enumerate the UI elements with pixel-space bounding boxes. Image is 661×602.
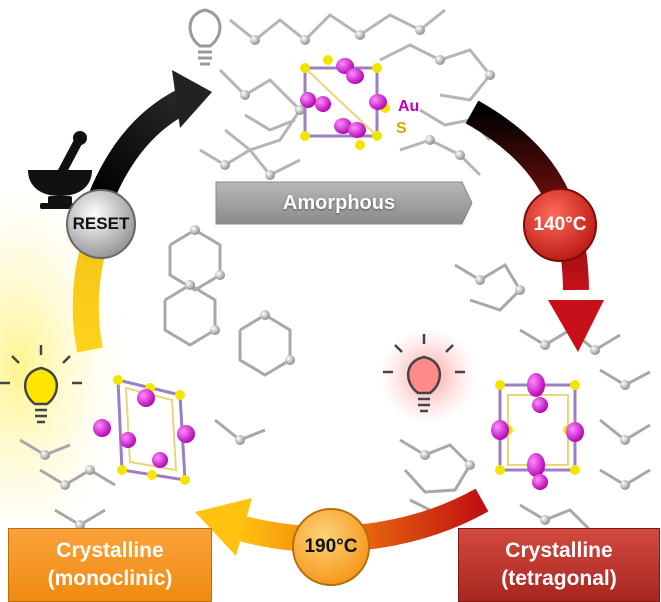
s-label: S — [396, 120, 407, 137]
arrowhead-top — [172, 70, 212, 128]
tetragonal-label-line1: Crystalline — [505, 539, 613, 562]
au-label: Au — [398, 98, 419, 115]
amorphous-label-box — [215, 181, 473, 225]
lightbulb-off-icon — [188, 8, 222, 66]
amorphous-core — [300, 55, 390, 150]
lightbulb-red-icon — [383, 334, 465, 413]
temp-190-circle: 190°C — [292, 508, 370, 586]
mortar-pestle-icon — [28, 131, 92, 209]
amorphous-label: Amorphous — [282, 191, 396, 214]
tetragonal-core — [491, 373, 584, 490]
tetragonal-label-line2: (tetragonal) — [501, 567, 617, 590]
temp-140-circle: 140°C — [523, 188, 597, 262]
lightbulb-yellow-icon — [0, 345, 82, 424]
arrow-tetragonal-to-monoclinic — [236, 488, 489, 553]
arrowhead-bottom — [195, 498, 252, 556]
monoclinic-label-box: Crystalline (monoclinic) — [8, 528, 212, 602]
carbon-atoms — [40, 25, 630, 530]
arrowhead-right — [548, 300, 604, 352]
monoclinic-label-line2: (monoclinic) — [47, 567, 173, 590]
monoclinic-label-line1: Crystalline — [56, 539, 164, 562]
tetragonal-label-box: Crystalline (tetragonal) — [458, 528, 660, 602]
monoclinic-core — [93, 375, 195, 485]
reset-circle[interactable]: RESET — [66, 189, 136, 259]
